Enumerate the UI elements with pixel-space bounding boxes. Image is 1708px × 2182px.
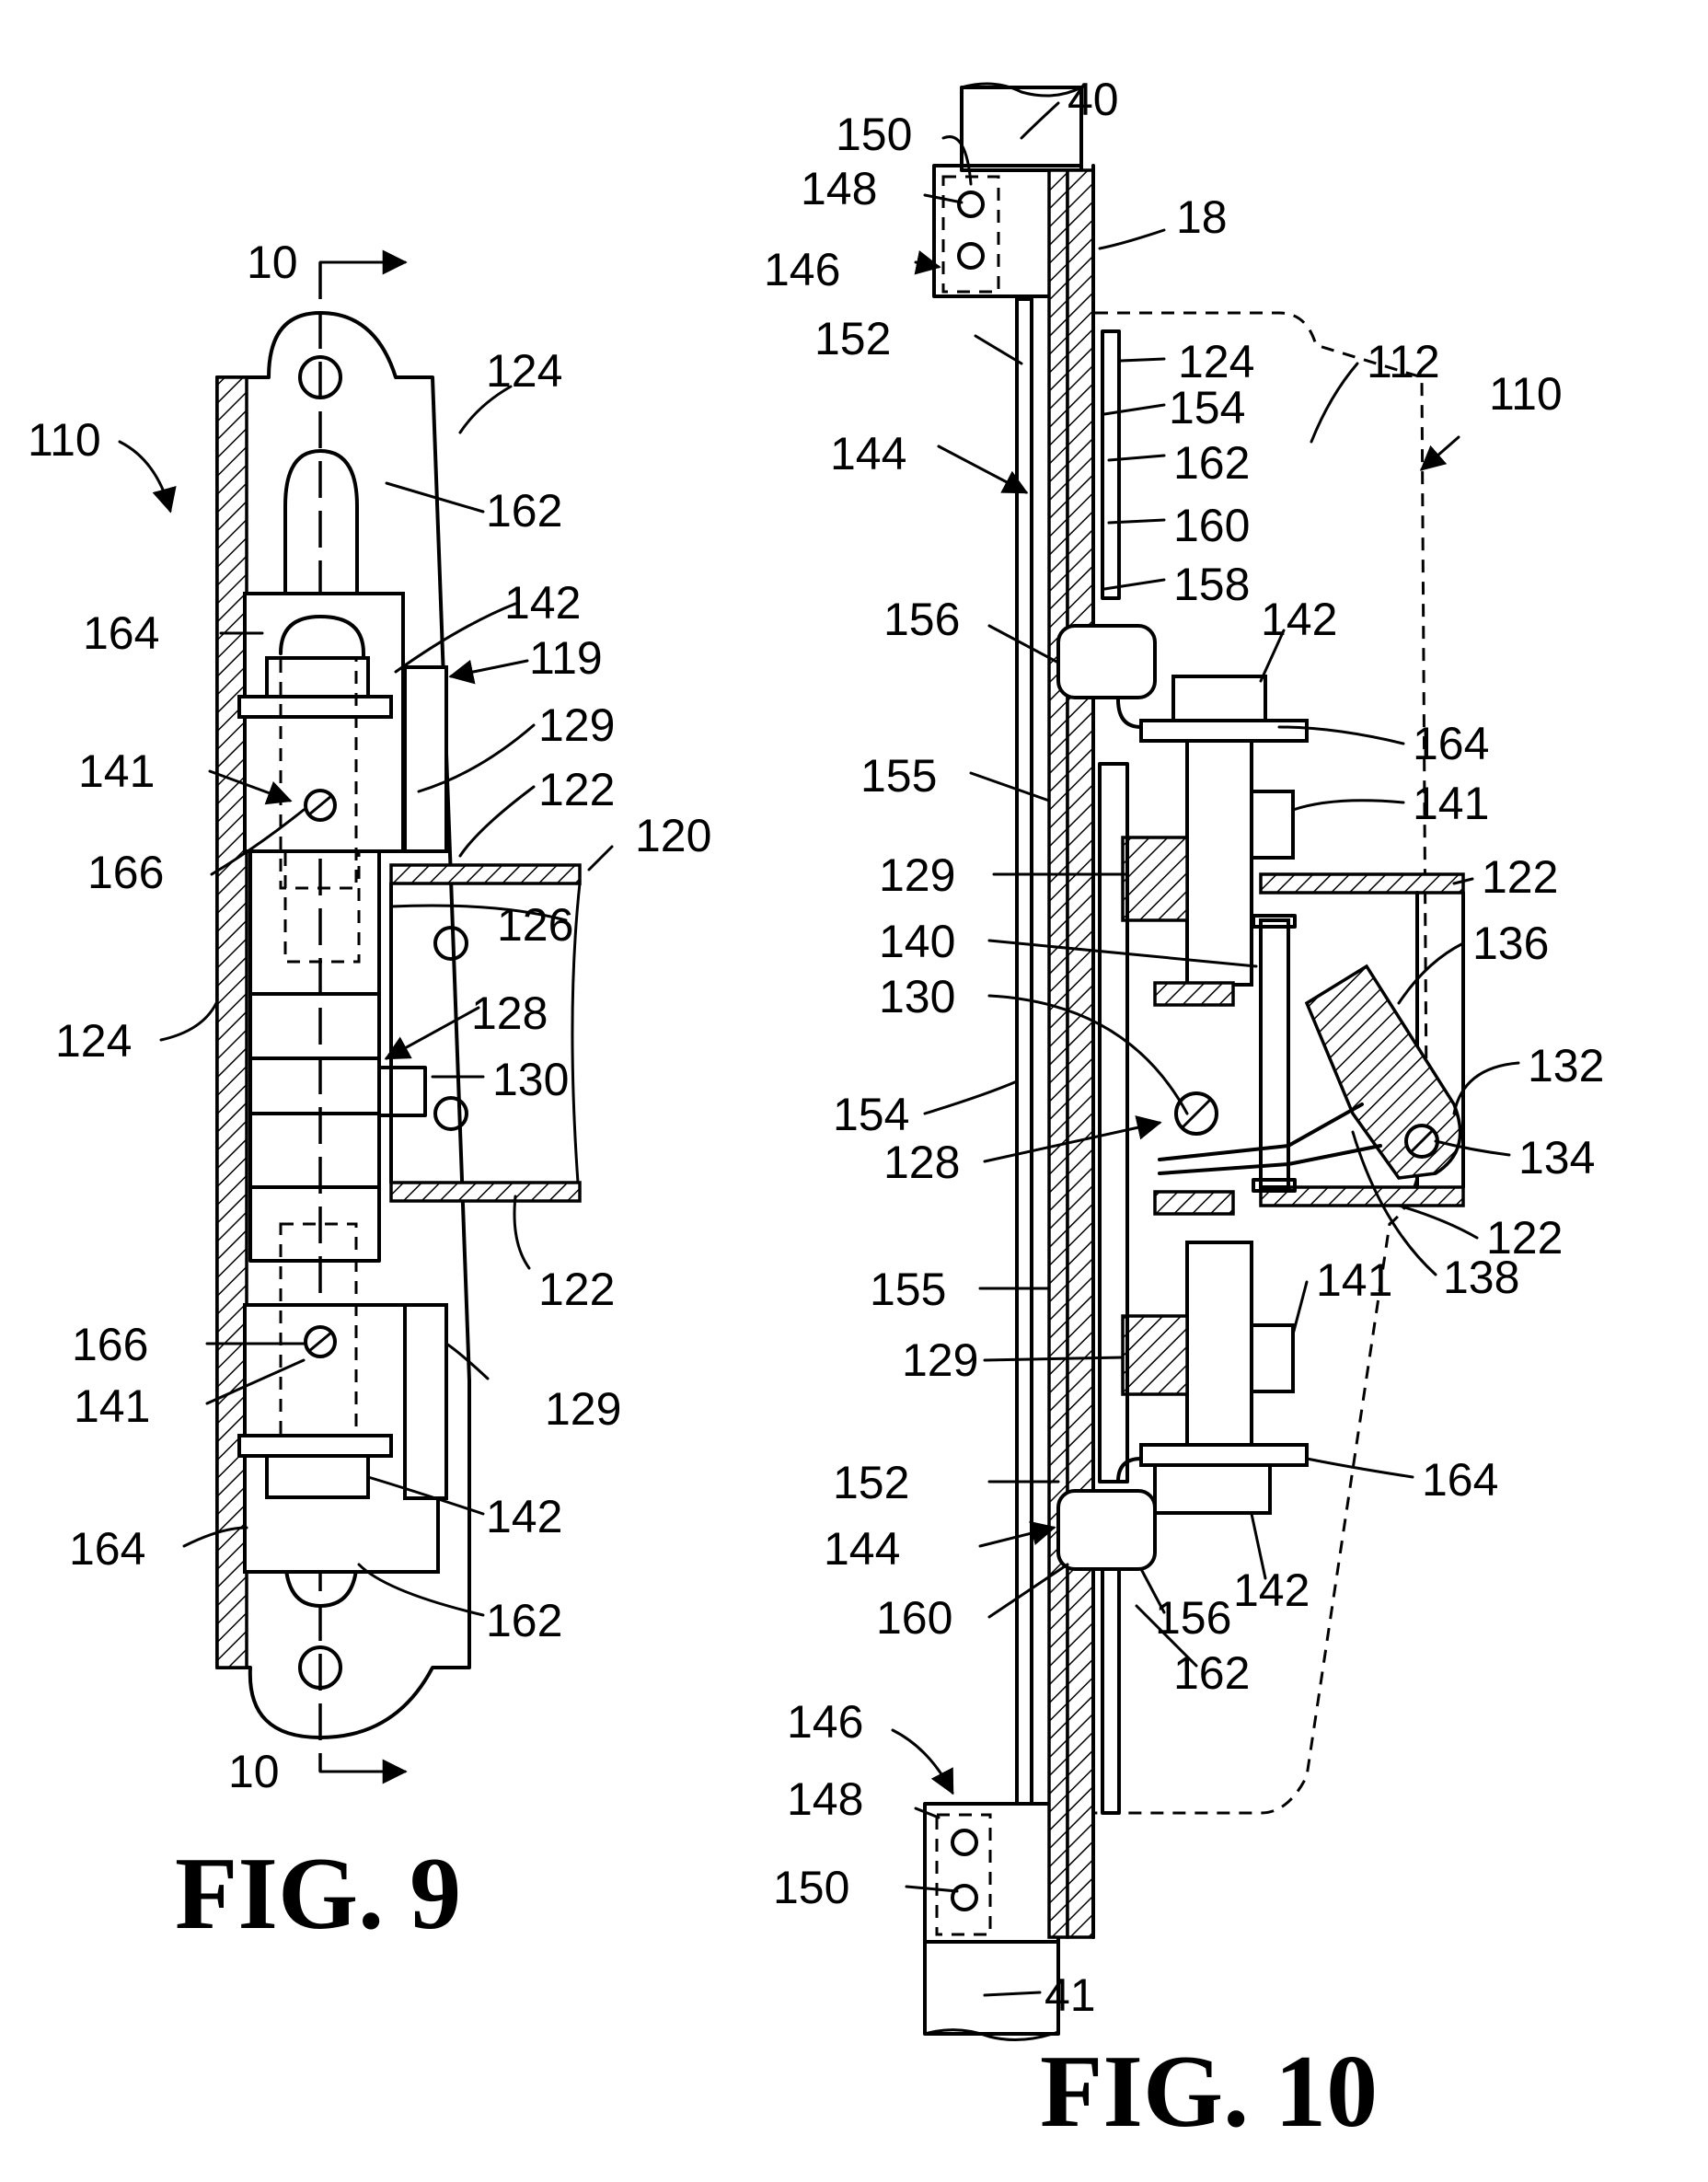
figure-10-section-view: 40 150 148 18 146 152 124 112 110 154 14… [764,74,1604,2149]
clip-156-upper [1058,626,1155,698]
label-166-bottom: 166 [72,1319,148,1370]
label-141-top: 141 [1413,778,1489,829]
label-166-top: 166 [87,847,164,898]
figure-10-title: FIG. 10 [1040,2035,1378,2149]
label-142-top: 142 [504,577,581,629]
label-164-bottom: 164 [1422,1454,1498,1506]
label-150-bottom: 150 [773,1862,849,1913]
clip-156-lower [1058,1491,1155,1569]
label-150-top: 150 [836,109,912,160]
label-138: 138 [1443,1252,1519,1303]
label-134: 134 [1518,1132,1595,1183]
label-130: 130 [879,971,955,1022]
label-158: 158 [1173,559,1250,610]
label-112: 112 [1367,336,1440,387]
bracket-164-upper [239,594,446,888]
figure-9-title: FIG. 9 [175,1837,461,1951]
label-122-top: 122 [1482,851,1558,903]
label-124-left: 124 [55,1015,132,1067]
label-162-bottom: 162 [486,1595,562,1646]
label-156-bottom: 156 [1155,1592,1231,1644]
label-120: 120 [635,810,711,861]
label-146-bottom: 146 [787,1696,863,1748]
label-124-top: 124 [486,345,562,397]
label-130: 130 [492,1054,569,1105]
label-40: 40 [1068,74,1119,125]
label-122-bottom: 122 [538,1264,615,1315]
label-128: 128 [883,1137,960,1188]
wall-panel-18 [1017,166,1119,1937]
label-132: 132 [1528,1040,1604,1091]
label-154-top: 154 [1169,382,1245,433]
label-160-top: 160 [1173,500,1250,551]
label-164-top: 164 [1413,718,1489,769]
label-164-top: 164 [83,607,159,659]
label-141-top: 141 [78,745,155,797]
label-129-bottom: 129 [545,1383,621,1435]
label-140: 140 [879,916,955,967]
label-152-bottom: 152 [833,1457,909,1508]
label-110: 110 [1489,368,1563,420]
label-152-top: 152 [814,313,891,364]
label-110: 110 [28,414,101,466]
label-128: 128 [471,987,548,1039]
figure-9-front-view: 10 110 124 162 164 142 119 129 141 122 1… [28,237,711,1951]
label-155-bottom: 155 [870,1264,946,1315]
bracket-129-lower [1123,1316,1187,1394]
label-129-bottom: 129 [902,1334,978,1386]
label-124: 124 [1178,336,1254,387]
label-126: 126 [497,899,573,951]
label-154-bottom: 154 [833,1089,909,1140]
label-162-bottom: 162 [1173,1647,1250,1699]
label-164-bottom: 164 [69,1523,145,1575]
bracket-129-upper [1123,837,1187,920]
mounting-tab-146-bottom [925,1804,1058,2040]
label-155-top: 155 [860,750,937,802]
label-41: 41 [1044,1969,1096,2021]
label-141-bottom: 141 [74,1380,150,1432]
label-18: 18 [1176,191,1228,243]
label-144-top: 144 [830,428,906,479]
label-10-bottom: 10 [228,1746,280,1797]
label-160-bottom: 160 [876,1592,952,1644]
label-162-top: 162 [486,485,562,537]
label-148-bottom: 148 [787,1773,863,1825]
label-136: 136 [1472,918,1549,969]
fig10-labels: 40 150 148 18 146 152 124 112 110 154 14… [764,74,1604,2021]
label-142-bottom: 142 [1233,1564,1310,1616]
label-162-top: 162 [1173,437,1250,489]
bracket-164-lower [239,1224,446,1572]
label-122-top: 122 [538,764,615,815]
label-156-top: 156 [883,594,960,645]
label-146-top: 146 [764,244,840,295]
label-144-bottom: 144 [824,1523,900,1575]
label-148-top: 148 [801,163,877,214]
label-119: 119 [529,632,603,684]
label-129-top: 129 [879,849,955,901]
label-129-top: 129 [538,699,615,751]
label-142-top: 142 [1261,594,1337,645]
label-141-bottom: 141 [1316,1254,1392,1306]
label-142-bottom: 142 [486,1491,562,1542]
label-10-top: 10 [247,237,298,288]
